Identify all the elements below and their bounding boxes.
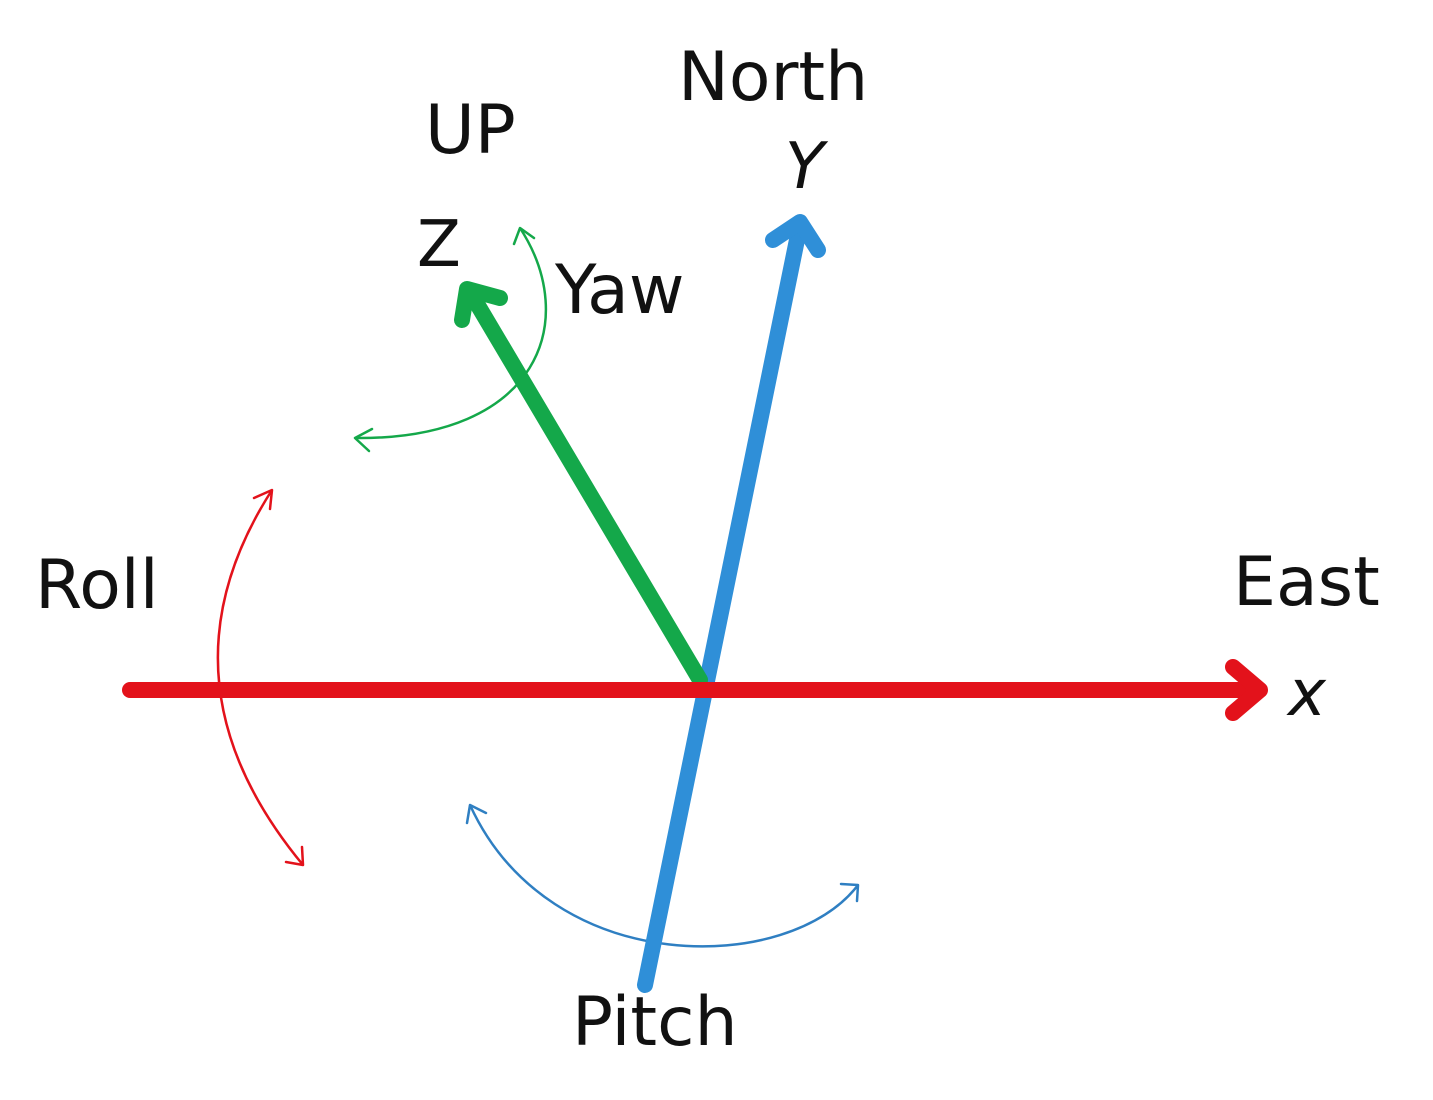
east-label: East [1233, 543, 1380, 622]
x-axis-label: x [1286, 657, 1327, 731]
y-axis-arrow [637, 214, 826, 993]
up-label: UP [425, 91, 516, 170]
pitch-rotation-arrow [465, 803, 860, 948]
north-label: North [678, 38, 868, 117]
y-axis-label: Y [785, 130, 829, 204]
pitch-label: Pitch [572, 983, 738, 1062]
z-axis-arrow [454, 281, 708, 688]
z-axis-label: Z [417, 208, 461, 282]
yaw-label: Yaw [554, 251, 684, 330]
yaw-rotation-arrow [353, 226, 548, 453]
roll-label: Roll [35, 546, 159, 625]
roll-rotation-arrow [216, 488, 305, 867]
x-axis-arrow [122, 659, 1268, 721]
